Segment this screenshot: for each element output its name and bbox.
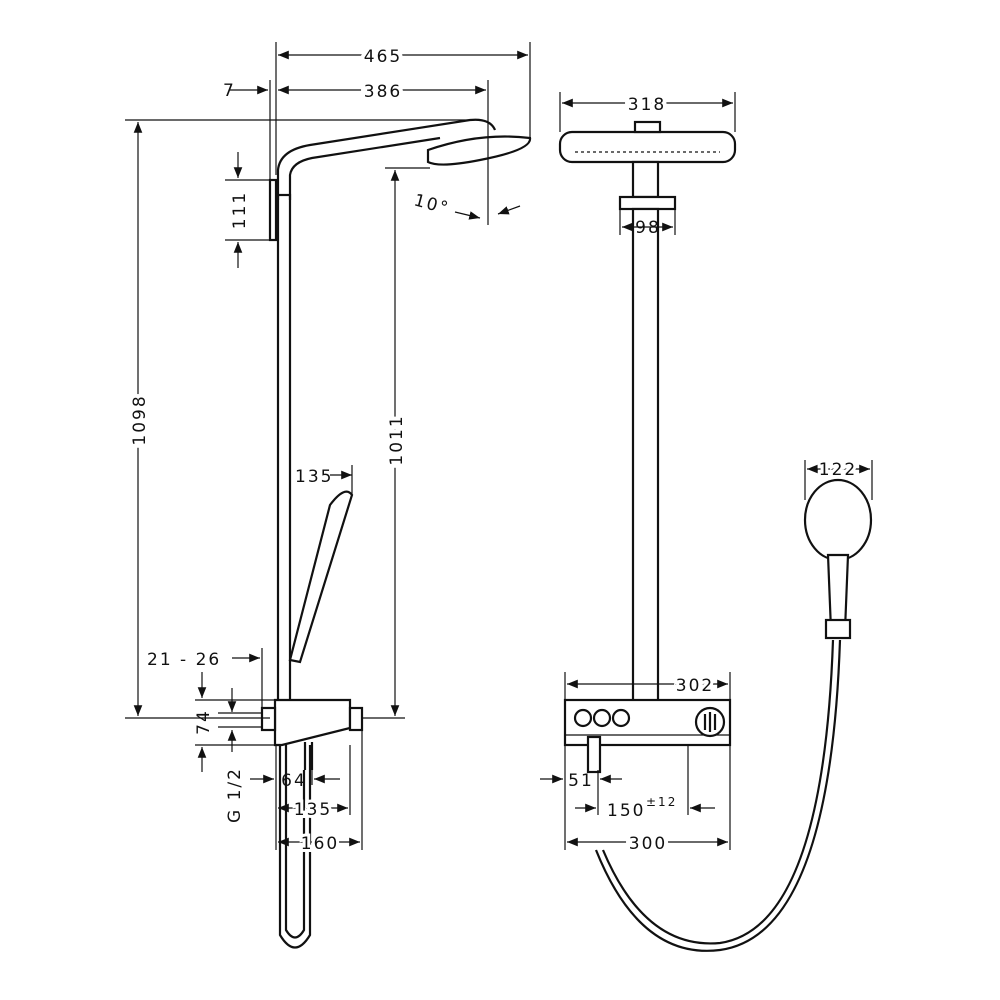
dim-302: 302 — [676, 676, 714, 696]
dim-150-tolerance: ±12 — [646, 795, 677, 809]
hand-shower — [288, 490, 354, 664]
wall-bracket — [268, 178, 278, 242]
riser-pipe-front — [631, 207, 660, 703]
dim-465: 465 — [364, 47, 402, 67]
dim-g-half: G 1/2 — [225, 767, 245, 823]
dim-64: 64 — [281, 771, 307, 791]
hand-shower-front — [803, 478, 873, 562]
dim-74: 74 — [194, 709, 214, 735]
side-view — [260, 118, 532, 949]
shower-arm — [276, 118, 497, 200]
dim-98: 98 — [635, 218, 661, 238]
hose-front — [594, 639, 842, 952]
overhead-shower — [426, 135, 532, 166]
dim-122: 122 — [819, 460, 857, 480]
dim-160: 160 — [301, 834, 339, 854]
dimension-labels: 465 7 386 318 111 10° 98 1098 1011 135 1… — [126, 43, 858, 858]
button-icon — [592, 708, 612, 728]
dim-7: 7 — [223, 81, 236, 101]
dim-21-26: 21 - 26 — [147, 650, 221, 670]
dim-386: 386 — [364, 82, 402, 102]
hose — [278, 745, 312, 949]
button-icon — [611, 708, 631, 728]
button-icon — [573, 708, 593, 728]
dim-111: 111 — [230, 191, 250, 229]
dim-51: 51 — [568, 771, 594, 791]
dimension-lines — [125, 42, 873, 850]
front-view — [558, 120, 873, 952]
dim-300: 300 — [629, 834, 667, 854]
overhead-shower-front — [558, 130, 737, 164]
thermostat — [273, 698, 352, 747]
dim-1011: 1011 — [387, 414, 407, 465]
riser-pipe — [276, 193, 292, 707]
dim-10deg: 10° — [412, 191, 452, 220]
dim-135-depth: 135 — [294, 800, 332, 820]
dim-318: 318 — [628, 95, 666, 115]
dim-1098: 1098 — [130, 394, 150, 445]
dim-150: 150 — [607, 801, 645, 821]
spout-front — [586, 735, 602, 774]
dim-135-hand: 135 — [295, 467, 333, 487]
